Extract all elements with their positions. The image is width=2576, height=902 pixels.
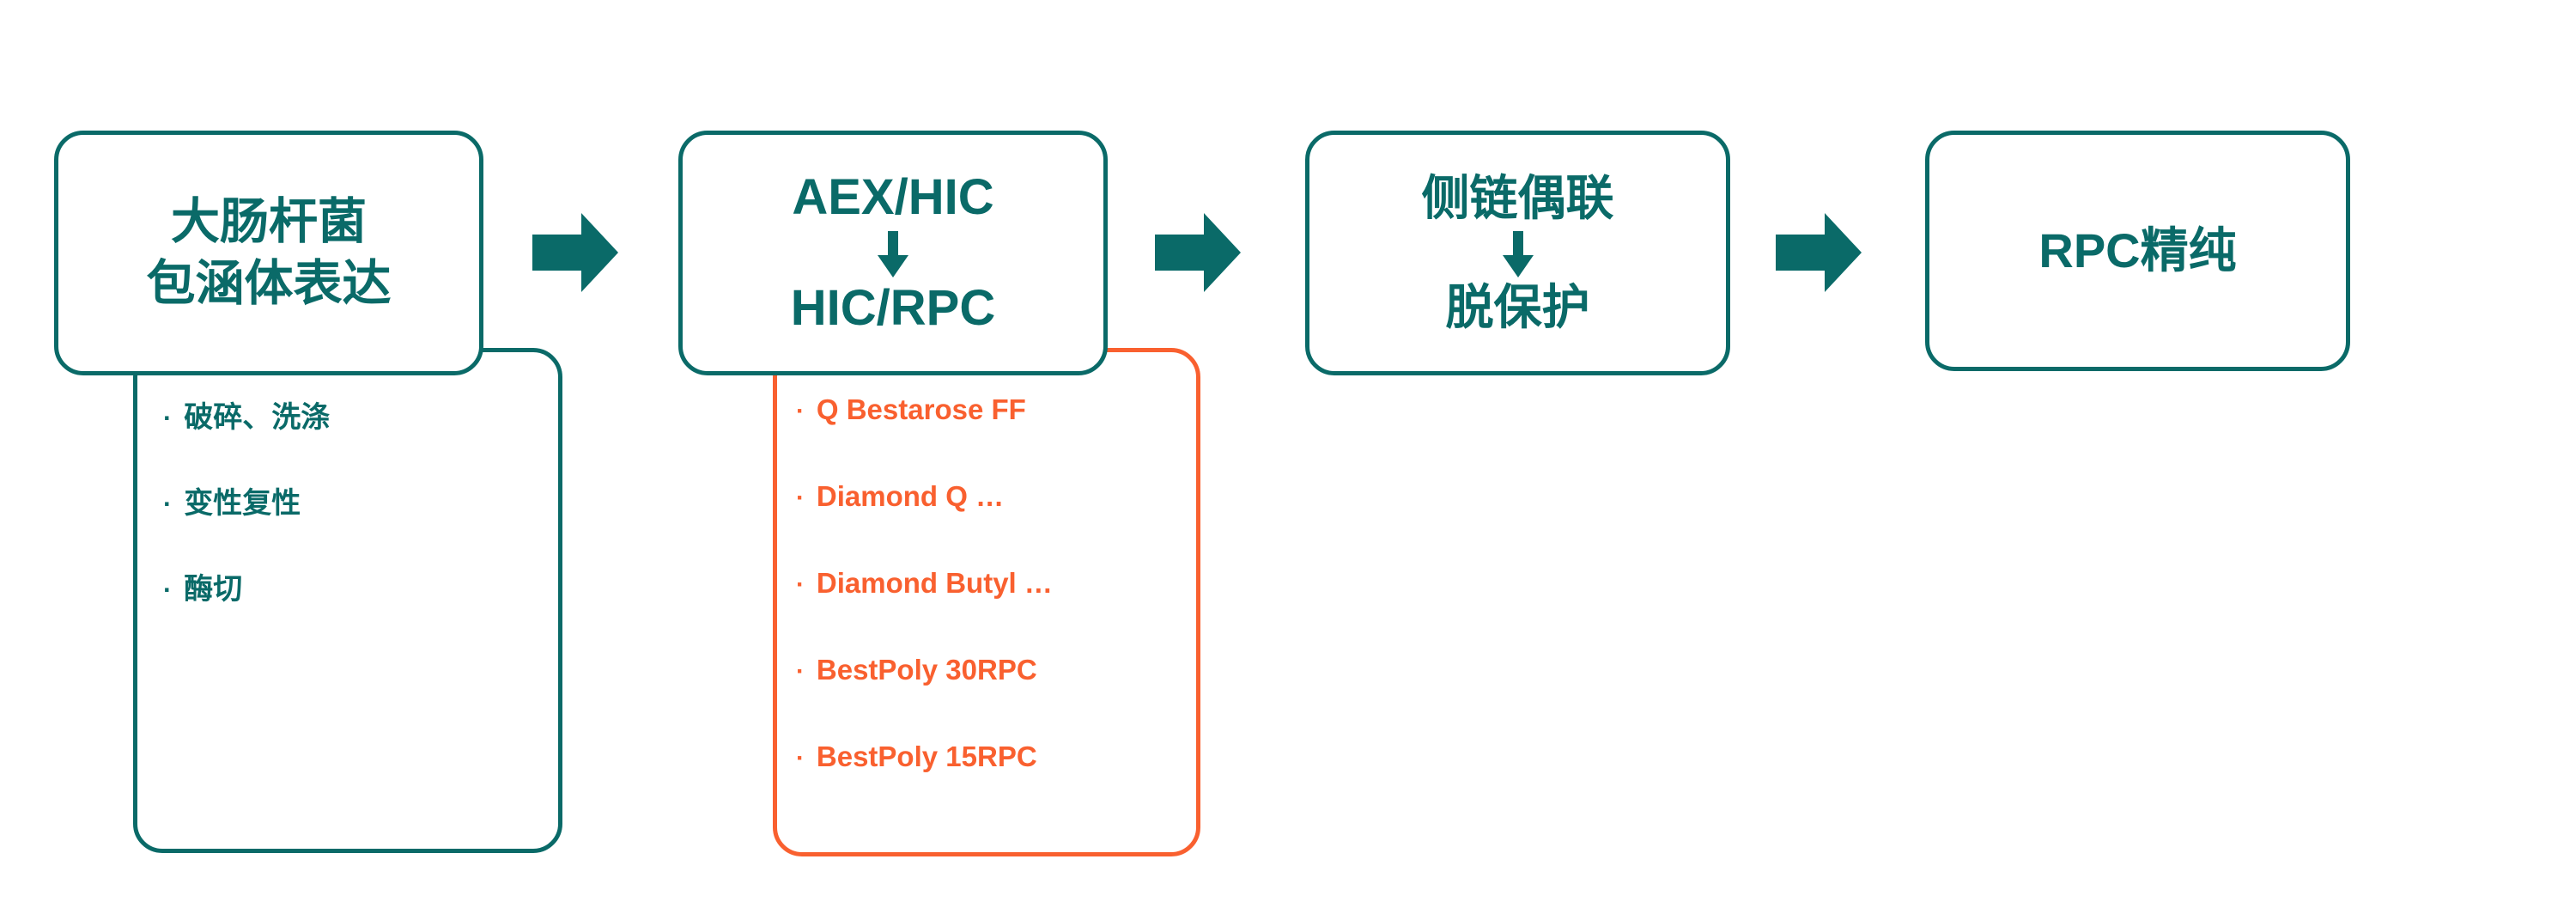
list-item: · 破碎、洗涤 [137, 393, 558, 479]
down-arrow-icon-chromatography [878, 230, 908, 277]
list-item: · 变性复性 [137, 479, 558, 565]
list-item: · BestPoly 15RPC [777, 740, 1196, 827]
right-block-arrow-icon [1776, 213, 1862, 292]
step-conjugation-line-1: 侧链偶联 [1421, 170, 1614, 225]
detail-list-expression: · 破碎、洗涤 · 变性复性 · 酶切 [137, 393, 558, 651]
list-item-label: BestPoly 30RPC [816, 654, 1037, 686]
list-item: · Q Bestarose FF [777, 393, 1196, 480]
step-expression-line-1: 大肠杆菌 [171, 193, 367, 249]
list-item-label: Q Bestarose FF [816, 393, 1026, 425]
detail-panel-expression: · 破碎、洗涤 · 变性复性 · 酶切 [133, 348, 562, 853]
process-step-conjugation[interactable]: 侧链偶联 脱保护 [1305, 131, 1730, 375]
step-polishing-line-1: RPC精纯 [2038, 222, 2237, 277]
bullet-icon: · [796, 484, 805, 512]
bullet-icon: · [163, 404, 173, 433]
step-chromatography-line-1: AEX/HIC [792, 168, 994, 225]
list-item: · 酶切 [137, 565, 558, 651]
list-item-label: Diamond Butyl … [816, 567, 1053, 599]
bullet-icon: · [796, 744, 805, 772]
process-step-polishing[interactable]: RPC精纯 [1925, 131, 2350, 371]
bullet-icon: · [796, 657, 805, 686]
list-item-label: 变性复性 [184, 487, 301, 520]
step-conjugation-line-2: 脱保护 [1445, 279, 1590, 334]
list-item-label: Diamond Q … [816, 480, 1005, 512]
bullet-icon: · [163, 490, 173, 519]
detail-panel-chromatography-media: · Q Bestarose FF · Diamond Q … · Diamond… [773, 348, 1200, 856]
list-item-label: BestPoly 15RPC [816, 740, 1037, 772]
step-expression-line-2: 包涵体表达 [146, 255, 392, 311]
list-item-label: 破碎、洗涤 [184, 401, 331, 434]
bullet-icon: · [796, 397, 805, 425]
step-chromatography-line-2: HIC/RPC [790, 279, 996, 336]
detail-list-chromatography-media: · Q Bestarose FF · Diamond Q … · Diamond… [777, 393, 1196, 827]
process-step-expression[interactable]: 大肠杆菌 包涵体表达 [54, 131, 483, 375]
list-item: · Diamond Butyl … [777, 567, 1196, 654]
right-block-arrow-icon [532, 213, 618, 292]
down-arrow-icon-conjugation [1502, 230, 1534, 277]
list-item-label: 酶切 [184, 573, 243, 606]
bullet-icon: · [796, 570, 805, 599]
bullet-icon: · [163, 576, 173, 605]
right-block-arrow-icon [1155, 213, 1241, 292]
list-item: · Diamond Q … [777, 480, 1196, 567]
list-item: · BestPoly 30RPC [777, 654, 1196, 740]
process-step-chromatography[interactable]: AEX/HIC HIC/RPC [678, 131, 1108, 375]
